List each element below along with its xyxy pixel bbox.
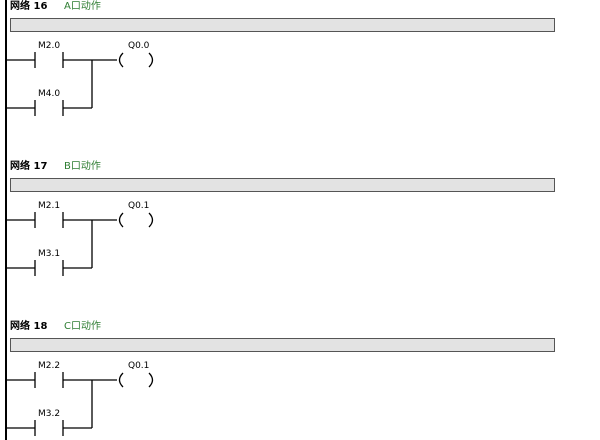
normally-open-contact[interactable]: M2.2 bbox=[6, 361, 117, 388]
normally-open-contact[interactable]: M3.1 bbox=[6, 249, 92, 276]
network-comment-field[interactable] bbox=[10, 18, 555, 32]
network-comment[interactable]: C口动作 bbox=[64, 321, 101, 332]
contact-address: M4.0 bbox=[38, 89, 60, 99]
contact-address: M3.2 bbox=[38, 409, 60, 419]
output-coil[interactable]: Q0.1 bbox=[118, 201, 154, 228]
coil-address: Q0.1 bbox=[128, 201, 149, 211]
coil-address: Q0.1 bbox=[128, 361, 149, 371]
ladder-rung: M2.1 Q0.1 M3.1 bbox=[6, 201, 154, 276]
contact-address: M2.2 bbox=[38, 361, 60, 371]
network-title[interactable]: 网络 17 bbox=[10, 161, 48, 172]
network-comment-field[interactable] bbox=[10, 178, 555, 192]
normally-open-contact[interactable]: M2.0 bbox=[6, 41, 117, 68]
network-title[interactable]: 网络 16 bbox=[10, 1, 48, 12]
contact-address: M3.1 bbox=[38, 249, 60, 259]
output-coil[interactable]: Q0.0 bbox=[118, 41, 154, 68]
contact-address: M2.0 bbox=[38, 41, 60, 51]
network-comment-field[interactable] bbox=[10, 338, 555, 352]
network-comment[interactable]: A口动作 bbox=[64, 1, 101, 12]
normally-open-contact[interactable]: M2.1 bbox=[6, 201, 117, 228]
normally-open-contact[interactable]: M3.2 bbox=[6, 409, 92, 436]
coil-address: Q0.0 bbox=[128, 41, 150, 51]
normally-open-contact[interactable]: M4.0 bbox=[6, 89, 92, 116]
network-title[interactable]: 网络 18 bbox=[10, 321, 48, 332]
ladder-rung: M2.0 Q0.0 M4.0 bbox=[6, 41, 154, 116]
contact-address: M2.1 bbox=[38, 201, 60, 211]
network-comment[interactable]: B口动作 bbox=[64, 161, 101, 172]
output-coil[interactable]: Q0.1 bbox=[118, 361, 154, 388]
ladder-rung: M2.2 Q0.1 M3.2 bbox=[6, 361, 154, 436]
